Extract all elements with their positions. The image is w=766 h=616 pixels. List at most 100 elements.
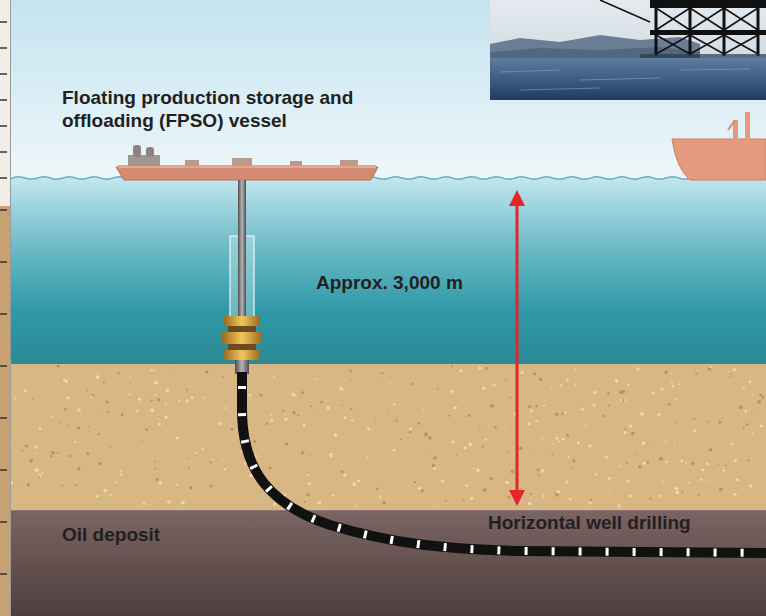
sand-grain: [708, 421, 710, 423]
sand-grain: [555, 493, 558, 496]
sand-grain: [574, 383, 576, 385]
sand-grain: [510, 396, 512, 398]
sand-grain: [652, 391, 655, 394]
sand-grain: [701, 468, 704, 471]
sand-grain: [652, 442, 653, 443]
sand-grain: [260, 394, 263, 397]
sand-grain: [662, 481, 664, 483]
sand-grain: [671, 381, 673, 383]
platform-photo: [656, 8, 690, 30]
sand-grain: [624, 429, 626, 431]
sand-grain: [130, 376, 132, 378]
sand-grain: [615, 379, 619, 383]
sand-grain: [508, 496, 511, 499]
sand-grain: [50, 455, 52, 457]
sand-grain: [357, 479, 360, 482]
sand-grain: [476, 469, 480, 473]
riser-system: [238, 180, 246, 320]
sand-grain: [530, 497, 531, 498]
sand-grain: [521, 488, 523, 490]
sand-grain: [533, 372, 536, 375]
sand-grain: [167, 501, 170, 504]
platform-photo: [690, 35, 724, 54]
horizontal-well: [242, 372, 766, 553]
label-text: Horizontal well drilling: [488, 511, 691, 534]
fpso-vessel: [290, 161, 302, 166]
sand-grain: [389, 382, 391, 384]
sand-grain: [143, 502, 146, 505]
riser-system: [224, 350, 260, 360]
sand-grain: [409, 431, 412, 434]
scale-ruler: [0, 73, 7, 75]
sand-grain: [159, 481, 163, 485]
sand-grain: [203, 397, 205, 399]
sand-grain: [270, 414, 272, 416]
sand-grain: [508, 452, 510, 454]
sand-grain: [640, 412, 644, 416]
sand-grain: [427, 450, 428, 451]
sand-grain: [381, 472, 382, 473]
fpso-vessel: [340, 160, 358, 166]
sand-grain: [75, 484, 77, 486]
sand-grain: [749, 484, 752, 487]
fpso-vessel: [146, 147, 154, 157]
sand-grain: [318, 501, 321, 504]
sand-grain: [176, 436, 179, 439]
sand-grain: [441, 480, 444, 483]
platform-photo: [490, 58, 766, 100]
sand-grain: [530, 409, 533, 412]
sand-grain: [568, 456, 570, 458]
sand-grain: [298, 393, 299, 394]
platform-photo: [490, 0, 766, 100]
sand-grain: [687, 482, 689, 484]
label-text: Floating production storage and offloadi…: [62, 86, 376, 132]
sand-grain: [176, 484, 178, 486]
sand-grain: [223, 468, 225, 470]
sand-grain: [629, 425, 632, 428]
scale-ruler: [0, 261, 7, 263]
sand-grain: [718, 463, 720, 465]
sand-grain: [585, 425, 587, 427]
sand-grain: [665, 461, 667, 463]
sand-grain: [154, 461, 156, 463]
sand-grain: [668, 403, 671, 406]
sand-grain: [566, 481, 569, 484]
sand-grain: [608, 477, 611, 480]
sand-grain: [27, 483, 30, 486]
sand-grain: [62, 380, 63, 381]
sand-grain: [211, 459, 213, 461]
sand-grain: [379, 496, 382, 499]
sand-grain: [39, 428, 42, 431]
sand-grain: [309, 455, 310, 456]
horizontal-well: [242, 372, 766, 553]
sand-grain: [310, 405, 312, 407]
sand-grain: [618, 505, 621, 508]
sand-grain: [449, 415, 451, 417]
sand-grain: [120, 473, 123, 476]
sand-grain: [375, 420, 377, 422]
sand-grain: [191, 396, 194, 399]
sand-grain: [57, 365, 60, 368]
platform-photo: [640, 54, 766, 58]
sand-grain: [349, 369, 352, 372]
sand-grain: [659, 457, 663, 461]
sand-grain: [725, 465, 727, 467]
sand-grain: [332, 494, 334, 496]
sand-grain: [86, 452, 89, 455]
sand-grain: [98, 462, 102, 466]
sand-grain: [478, 367, 481, 370]
sand-grain: [141, 441, 142, 442]
sand-grain: [194, 452, 196, 454]
scale-ruler: [0, 469, 7, 471]
sand-grain: [453, 406, 457, 410]
sand-grain: [469, 443, 473, 447]
sand-grain: [432, 464, 435, 467]
sand-grain: [164, 416, 167, 419]
sand-grain: [551, 387, 553, 389]
sand-grain: [57, 452, 59, 454]
sand-grain: [366, 457, 368, 459]
sand-grain: [161, 501, 162, 502]
riser-system: [224, 316, 260, 326]
sand-grain: [103, 381, 105, 383]
sand-grain: [733, 368, 736, 371]
